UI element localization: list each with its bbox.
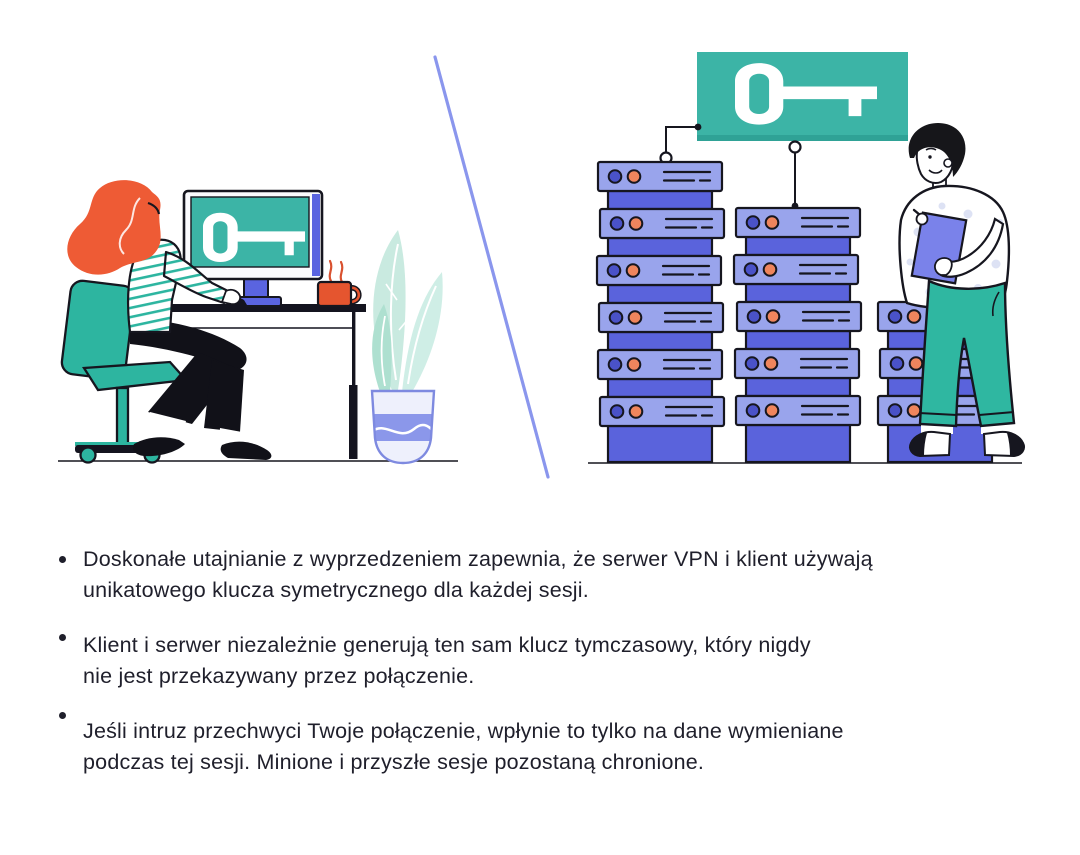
list-item: Klient i serwer niezależnie generują ten… bbox=[57, 630, 1052, 692]
server-rack-unit bbox=[597, 301, 725, 334]
bullet-dot bbox=[59, 634, 66, 641]
list-item: Doskonałe utajnianie z wyprzedzeniem zap… bbox=[57, 544, 1052, 606]
steam-icon bbox=[328, 259, 333, 283]
vpn-forward-secrecy-illustration bbox=[58, 52, 1025, 479]
shoe bbox=[220, 441, 272, 460]
man-figure bbox=[898, 123, 1025, 458]
hair bbox=[67, 180, 161, 275]
hand bbox=[934, 257, 953, 276]
chair-wheel bbox=[79, 446, 97, 464]
plant-leaf bbox=[402, 272, 443, 392]
potted-plant bbox=[370, 230, 443, 465]
server-rack-unit bbox=[733, 347, 861, 380]
connector-middle bbox=[788, 140, 802, 210]
shoe bbox=[133, 437, 185, 457]
server-rack-unit bbox=[732, 253, 860, 286]
server-pedestal bbox=[606, 424, 714, 464]
key-banner bbox=[697, 52, 908, 141]
steam-icon bbox=[339, 260, 344, 284]
list-item: Jeśli intruz przechwyci Twoje połączenie… bbox=[57, 712, 1052, 778]
server-stack-middle bbox=[732, 206, 863, 464]
diagonal-divider bbox=[433, 55, 550, 479]
bullet-text: Jeśli intruz przechwyci Twoje połączenie… bbox=[83, 719, 844, 774]
coffee-mug bbox=[316, 259, 362, 308]
bullet-list: Doskonałe utajnianie z wyprzedzeniem zap… bbox=[57, 544, 1052, 802]
server-rack-unit bbox=[735, 300, 863, 333]
server-rack-unit bbox=[734, 206, 862, 239]
woman-at-desk-scene bbox=[58, 180, 458, 465]
glasses bbox=[147, 201, 161, 215]
server-rack-unit bbox=[734, 394, 862, 427]
server-stack-left bbox=[595, 160, 726, 464]
server-pedestal bbox=[744, 423, 852, 464]
hand bbox=[915, 212, 929, 226]
server-rack-unit bbox=[598, 395, 726, 428]
bullet-text: Klient i serwer niezależnie generują ten… bbox=[83, 633, 811, 688]
trousers bbox=[918, 279, 1016, 428]
woman-figure bbox=[67, 180, 272, 460]
server-rack-unit bbox=[596, 348, 724, 381]
bullet-dot bbox=[59, 712, 66, 719]
bullet-text: Doskonałe utajnianie z wyprzedzeniem zap… bbox=[83, 547, 873, 602]
server-rack-unit bbox=[595, 254, 723, 287]
server-rack-unit bbox=[596, 160, 724, 193]
hand bbox=[220, 288, 242, 306]
monitor bbox=[182, 189, 324, 307]
server-rack-unit bbox=[598, 207, 726, 240]
servers-scene bbox=[588, 52, 1025, 464]
bullet-dot bbox=[59, 556, 66, 563]
connector-left bbox=[659, 123, 702, 165]
connector-node bbox=[788, 140, 802, 154]
